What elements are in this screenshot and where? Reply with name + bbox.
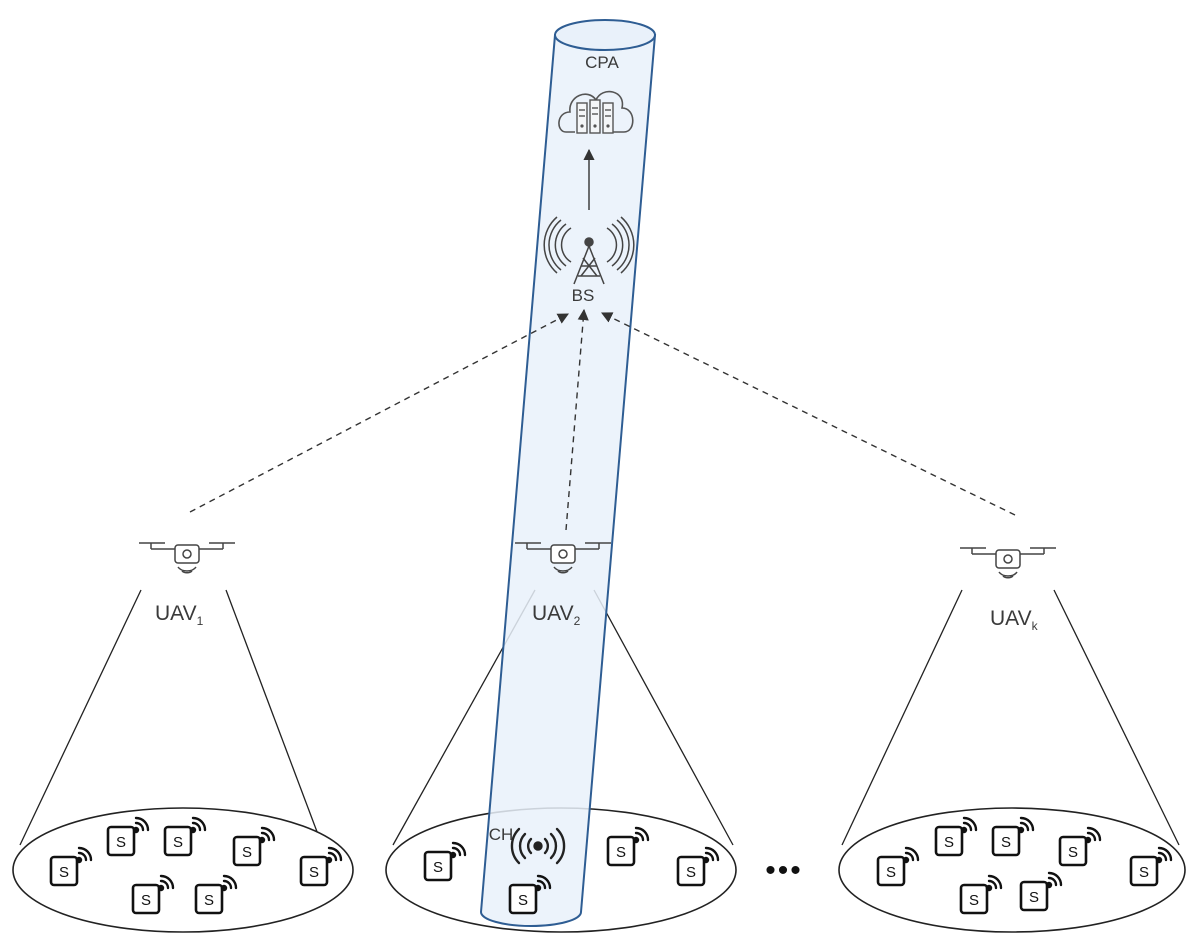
sensor-node-icon: S	[131, 874, 175, 915]
drone-icon-uav2	[515, 542, 611, 574]
sensor-node-icon: S	[232, 826, 276, 867]
sensor-label: S	[141, 892, 151, 909]
sensor-label: S	[116, 834, 126, 851]
sensor-label: S	[518, 892, 528, 909]
bs-label: BS	[572, 286, 595, 305]
cluster-head-broadcast-icon	[510, 827, 566, 865]
sensor-node-icon: S	[299, 846, 343, 887]
sensor-node-icon: S	[676, 846, 720, 887]
sensor-node-icon: S	[991, 816, 1035, 857]
cloud-server-icon	[558, 90, 634, 134]
sensor-node-icon: S	[49, 846, 93, 887]
sensor-node-icon: S	[959, 874, 1003, 915]
sensor-label: S	[616, 844, 626, 861]
sensor-label: S	[59, 864, 69, 881]
ground-area-k	[838, 807, 1186, 933]
sensor-label: S	[242, 844, 252, 861]
communication-beam-cylinder	[479, 19, 657, 927]
sensor-label: S	[204, 892, 214, 909]
sensor-node-icon: S	[1129, 846, 1173, 887]
sensor-label: S	[1068, 844, 1078, 861]
sensor-label: S	[686, 864, 696, 881]
sensor-node-icon: S	[934, 816, 978, 857]
uavk-coverage-cone	[841, 589, 1180, 846]
ch-label: CH	[489, 825, 514, 844]
sensor-node-icon: S	[194, 874, 238, 915]
uavk-to-bs-link	[600, 312, 1016, 516]
sensor-node-icon: S	[106, 816, 150, 857]
sensor-node-icon: S	[508, 874, 552, 915]
uav1-to-bs-link	[189, 313, 569, 513]
sensor-node-icon: S	[163, 816, 207, 857]
sensor-nodes: S S S S S S S S S S S S S S S S S S	[49, 816, 1173, 915]
sensor-label: S	[433, 859, 443, 876]
uav1-label: UAV1	[155, 602, 204, 628]
uav1-coverage-cone	[19, 589, 323, 846]
drone-icon-uavk	[960, 547, 1056, 579]
sensor-label: S	[173, 834, 183, 851]
uavk-label: UAVk	[990, 607, 1039, 633]
sensor-label: S	[886, 864, 896, 881]
sensor-label: S	[1001, 834, 1011, 851]
uav2-label: UAV2	[532, 602, 581, 628]
cpa-label: CPA	[585, 53, 619, 72]
sensor-node-icon: S	[606, 826, 650, 867]
base-station-tower-icon	[543, 216, 635, 285]
sensor-label: S	[309, 864, 319, 881]
sensor-label: S	[1029, 889, 1039, 906]
sensor-label: S	[969, 892, 979, 909]
sensor-node-icon: S	[1019, 871, 1063, 912]
drone-icon-uav1	[139, 542, 235, 574]
sensor-node-icon: S	[876, 846, 920, 887]
more-uavs-ellipsis: •••	[765, 854, 803, 887]
sensor-node-icon: S	[1058, 826, 1102, 867]
uav2-to-bs-link	[565, 308, 589, 531]
sensor-label: S	[1139, 864, 1149, 881]
sensor-label: S	[944, 834, 954, 851]
sensor-node-icon: S	[423, 841, 467, 882]
